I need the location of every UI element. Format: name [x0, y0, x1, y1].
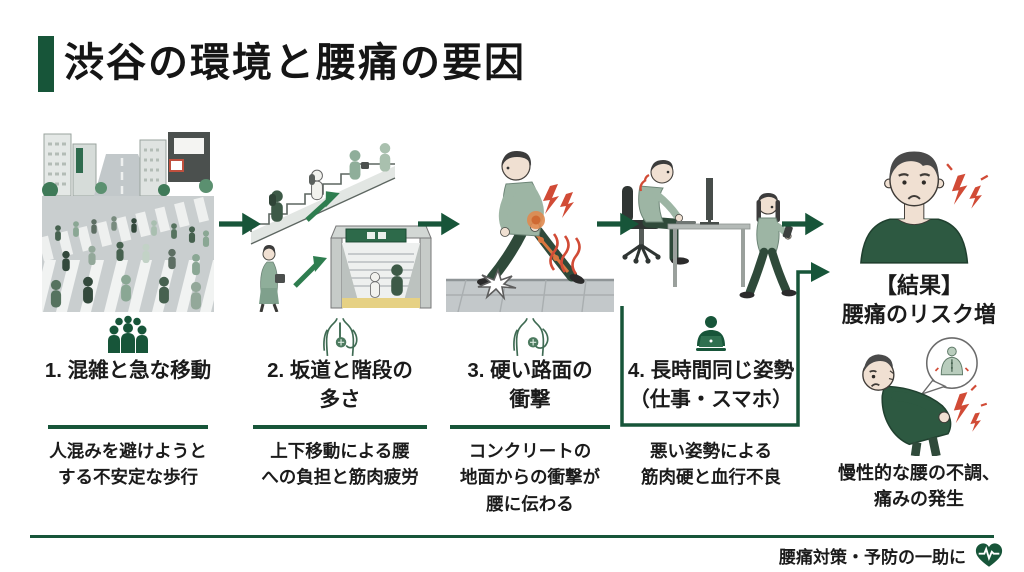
- step-description: コンクリートの 地面からの衝撃が 腰に伝わる: [460, 440, 600, 514]
- page-title: 渋谷の環境と腰痛の要因: [64, 41, 526, 85]
- step-description: 悪い姿勢による 筋肉硬と血行不良: [641, 440, 781, 488]
- heart-pulse-icon: [974, 542, 1004, 569]
- stairs-subway-illustration: [244, 126, 436, 312]
- title-accent-bar: [38, 36, 54, 92]
- shibuya-crossing-illustration: [40, 126, 216, 312]
- worried-man-illustration: [822, 126, 1016, 264]
- footer: 腰痛対策・予防の一助に: [779, 542, 1004, 569]
- step-divider: [252, 425, 428, 429]
- step-2: 2. 坂道と階段の 多さ 上下移動による腰 への負担と筋肉疲労: [244, 126, 436, 491]
- result-caption: 慢性的な腰の不調、 痛みの発生: [838, 463, 1000, 509]
- step-title: 2. 坂道と階段の 多さ: [267, 359, 413, 411]
- lower-back-spine-icon: [244, 314, 436, 356]
- step-description: 上下移動による腰 への負担と筋肉疲労: [261, 440, 419, 488]
- desk-and-smartphone-illustration: [616, 126, 806, 312]
- step-3: 3. 硬い路面の 衝撃 コンクリートの 地面からの衝撃が 腰に伝わる: [442, 126, 618, 517]
- flow-arrow-icon: [597, 209, 639, 239]
- flow-arrow-icon: [418, 209, 460, 239]
- result-section: 【結果】 腰痛のリスク増: [822, 126, 1016, 512]
- person-at-laptop-icon: [616, 314, 806, 356]
- flow-arrow-icon: [782, 209, 824, 239]
- hard-pavement-illustration: [442, 126, 618, 312]
- step-title: 1. 混雑と急な移動: [44, 359, 212, 382]
- chronic-back-pain-illustration: [822, 334, 1016, 456]
- elbow-arrow-icon: [608, 256, 840, 440]
- step-title: 4. 長時間同じ姿勢 （仕事・スマホ）: [627, 359, 795, 411]
- crowd-icon: [40, 314, 216, 356]
- step-divider: [47, 425, 209, 429]
- footer-divider: [30, 535, 994, 538]
- step-description: 人混みを避けようと する不安定な歩行: [49, 440, 207, 488]
- hand-on-lower-back-icon: [442, 314, 618, 356]
- step-1: 1. 混雑と急な移動 人混みを避けようと する不安定な歩行: [40, 126, 216, 491]
- flow-arrow-icon: [219, 209, 261, 239]
- step-title: 3. 硬い路面の 衝撃: [467, 359, 593, 411]
- result-sublabel: 腰痛のリスク増: [841, 302, 996, 327]
- step-divider: [449, 425, 611, 429]
- footer-text: 腰痛対策・予防の一助に: [779, 548, 966, 567]
- step-4: 4. 長時間同じ姿勢 （仕事・スマホ） 悪い姿勢による 筋肉硬と血行不良: [616, 126, 806, 491]
- result-label: 【結果】: [874, 273, 963, 298]
